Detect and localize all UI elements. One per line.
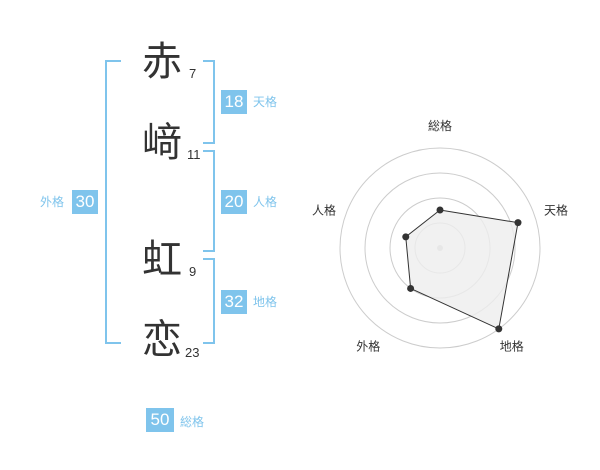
radar-axis-label-0: 総格 — [428, 118, 452, 133]
gaikaku-label: 外格 — [40, 195, 65, 209]
radar-axis-label-3: 外格 — [356, 339, 380, 354]
radar-axis-label-4: 人格 — [312, 202, 336, 217]
tenkaku-value: 18 — [221, 90, 247, 114]
soukaku-label: 総格 — [180, 415, 205, 429]
tenkaku-label: 天格 — [253, 95, 278, 109]
radar-polygon — [405, 209, 519, 330]
stroke-count-3: 9 — [189, 264, 197, 279]
name-char-2: 﨑 — [142, 120, 182, 166]
jinkaku-value: 20 — [221, 190, 247, 214]
name-char-3: 虹 — [142, 237, 182, 283]
chikaku-label: 地格 — [253, 295, 278, 309]
stroke-count-1: 7 — [189, 66, 197, 81]
stroke-count-4: 23 — [185, 345, 200, 360]
radar-axis-label-2: 地格 — [500, 339, 524, 354]
tenkaku-bracket — [203, 60, 215, 144]
gaikaku-value: 30 — [72, 190, 98, 214]
radar-point-3 — [407, 284, 415, 292]
radar-point-2 — [495, 325, 503, 333]
chikaku-bracket — [203, 258, 215, 344]
radar-ring-3 — [364, 172, 516, 324]
chikaku-value: 32 — [221, 290, 247, 314]
radar-shape — [402, 206, 522, 333]
stroke-count-2: 11 — [187, 147, 201, 162]
name-char-1: 赤 — [142, 39, 182, 85]
name-char-4: 恋 — [142, 317, 182, 363]
gaikaku-bracket — [105, 60, 121, 344]
radar-point-0 — [436, 206, 444, 214]
radar-axis-label-1: 天格 — [544, 202, 568, 217]
radar-ring-4 — [339, 147, 541, 349]
jinkaku-label: 人格 — [253, 195, 278, 209]
radar-point-4 — [402, 233, 410, 241]
jinkaku-bracket — [203, 150, 215, 252]
radar-point-1 — [514, 219, 522, 227]
soukaku-value: 50 — [146, 408, 174, 432]
